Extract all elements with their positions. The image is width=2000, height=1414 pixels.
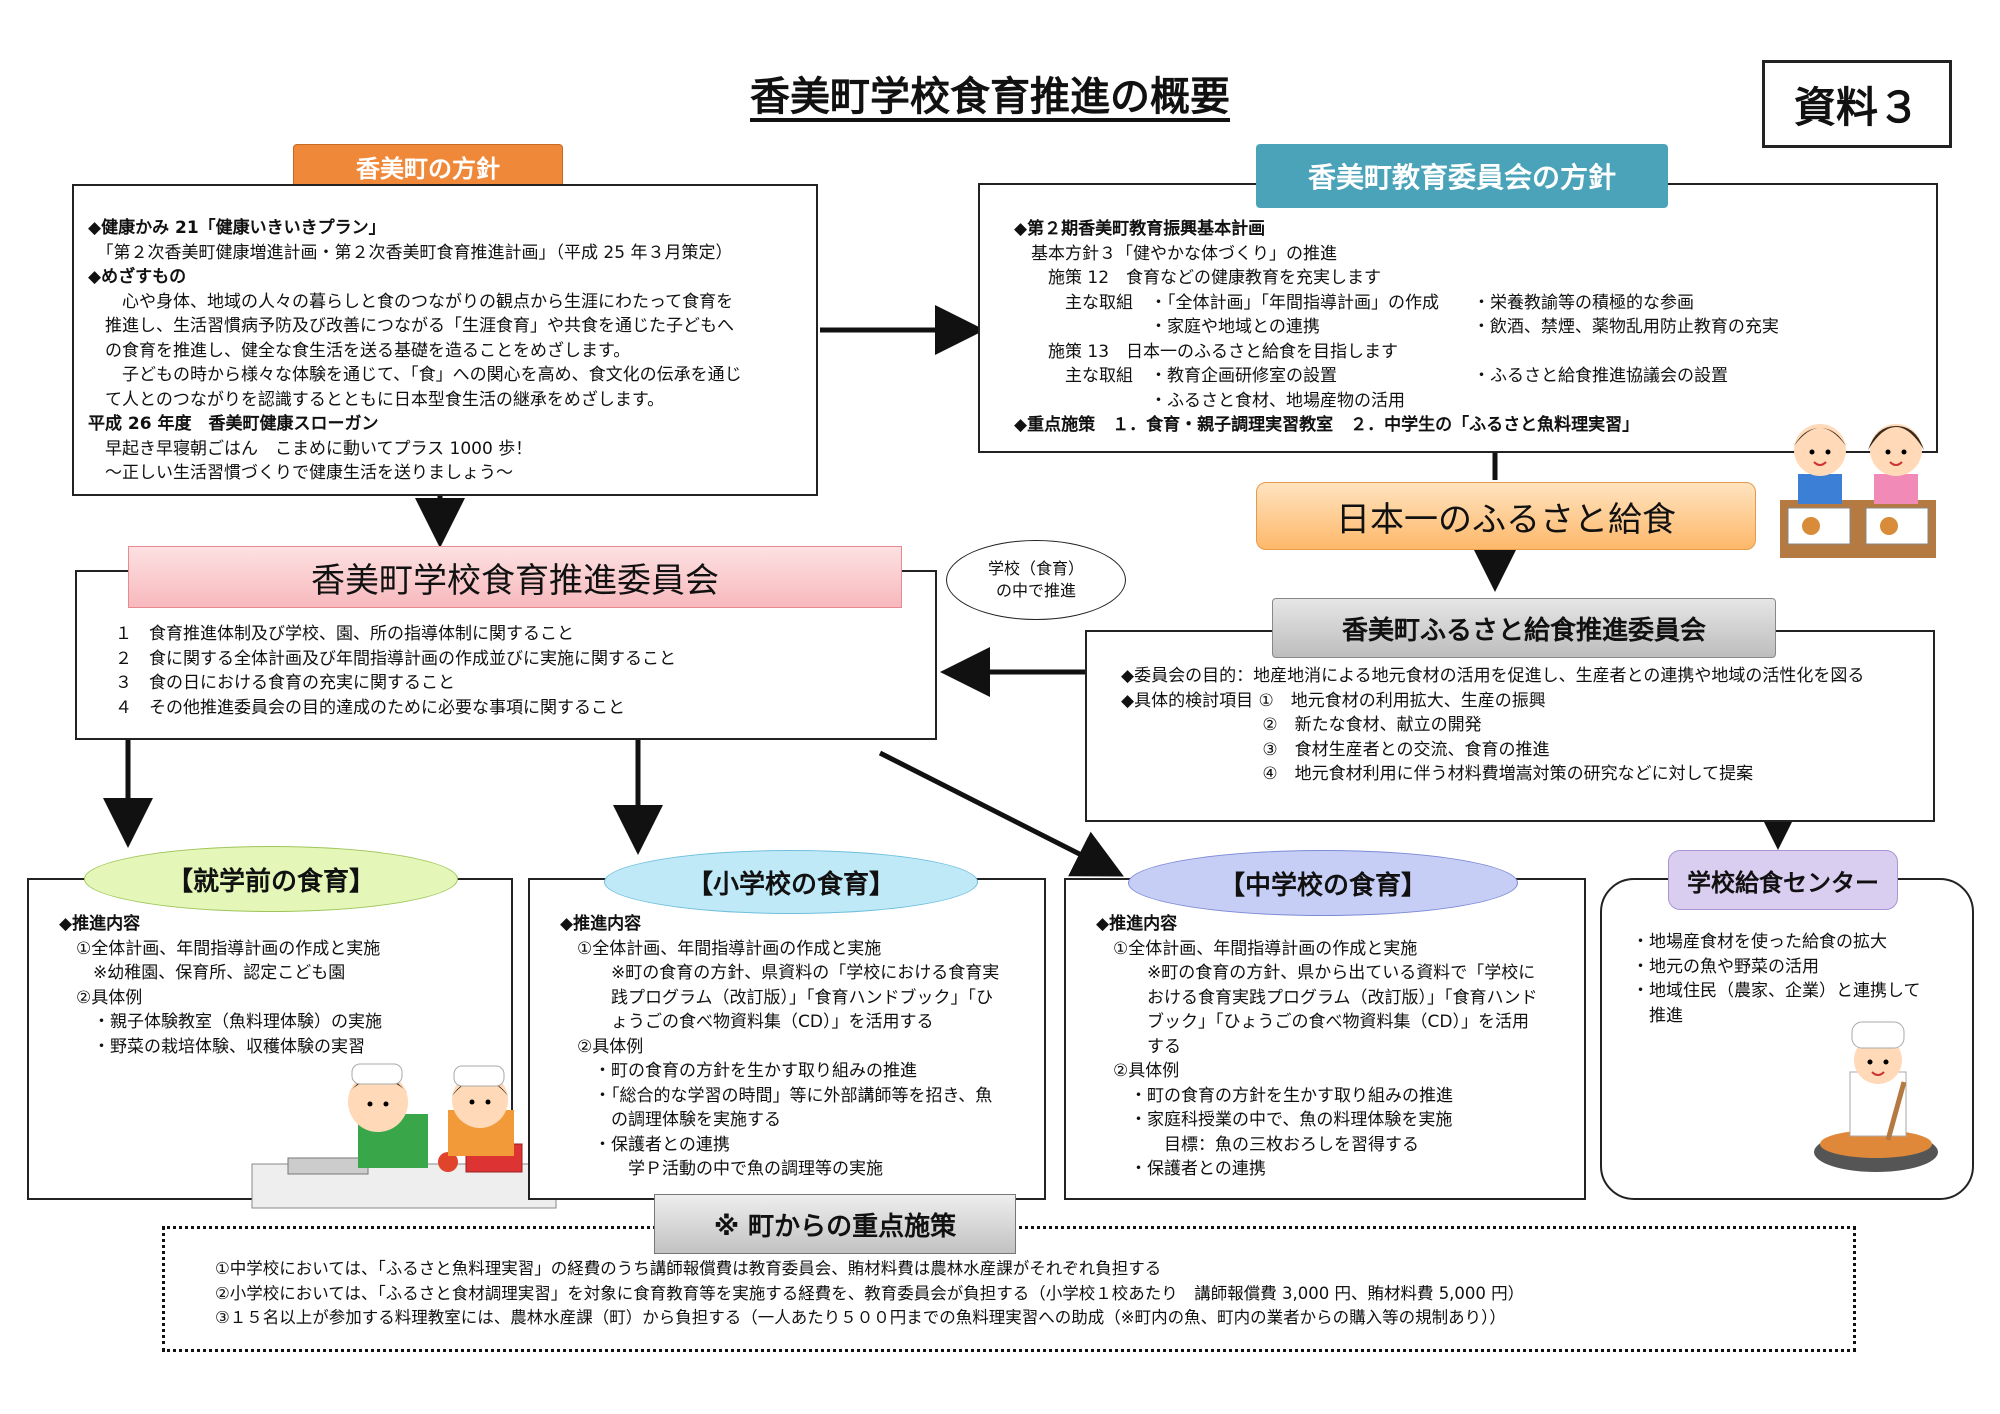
lunch-center-header: 学校給食センター (1668, 850, 1898, 910)
furusato-kyushoku-banner: 日本一のふるさと給食 (1256, 482, 1756, 550)
list-item: ・地場産食材を使った給食の拡大 (1632, 932, 1887, 952)
town-policy-text: ◆健康かみ 21「健康いきいきプラン」 「第２次香美町健康増進計画・第２次香美町… (88, 218, 742, 483)
town-policy-header: 香美町の方針 (293, 144, 563, 188)
committee-items: １ 食育推進体制及び学校、園、所の指導体制に関すること ２ 食に関する全体計画及… (115, 622, 935, 720)
kyushoku-committee-header: 香美町ふるさと給食推進委員会 (1272, 598, 1776, 658)
list-item: ③１５名以上が参加する料理教室には、農林水産課（町）から負担する（一人あたり５０… (215, 1308, 1506, 1327)
preschool-header: 【就学前の食育】 (84, 846, 458, 912)
list-item: １ 食育推進体制及び学校、園、所の指導体制に関すること (115, 624, 574, 644)
list-item: ３ 食の日における食育の充実に関すること (115, 673, 455, 693)
board-policy-header: 香美町教育委員会の方針 (1256, 144, 1668, 208)
town-policy-box: ◆健康かみ 21「健康いきいきプラン」 「第２次香美町健康増進計画・第２次香美町… (72, 184, 818, 496)
elementary-box: ◆推進内容 ①全体計画、年間指導計画の作成と実施 ※町の食育の方針、県資料の「学… (528, 878, 1046, 1200)
town-measures-text: ①中学校においては、「ふるさと魚料理実習」の経費のうち講師報償費は教育委員会、賄… (215, 1257, 1853, 1331)
children-cooking-icon (251, 1063, 557, 1209)
preschool-box: ◆推進内容 ①全体計画、年間指導計画の作成と実施 ※幼稚園、保育所、認定こども園… (27, 878, 513, 1200)
junior-high-box: ◆推進内容 ①全体計画、年間指導計画の作成と実施 ※町の食育の方針、県から出てい… (1064, 878, 1586, 1200)
school-promotion-oval: 学校（食育） の中で推進 (946, 540, 1126, 620)
list-item: 推進 (1632, 1005, 1683, 1026)
elementary-text: ◆推進内容 ①全体計画、年間指導計画の作成と実施 ※町の食育の方針、県資料の「学… (560, 914, 1000, 1179)
town-measures-header: ※ 町からの重点施策 (654, 1194, 1016, 1254)
list-item: ・地元の魚や野菜の活用 (1632, 956, 1819, 977)
lunch-cook-icon (1814, 1021, 1938, 1172)
list-item: ４ その他推進委員会の目的達成のために必要な事項に関すること (115, 697, 625, 718)
list-item: ①中学校においては、「ふるさと魚料理実習」の経費のうち講師報償費は教育委員会、賄… (215, 1259, 1162, 1278)
list-item: ２ 食に関する全体計画及び年間指導計画の作成並びに実施に関すること (115, 648, 676, 669)
board-policy-text: ◆第２期香美町教育振興基本計画 基本方針３「健やかな体づくり」の推進 施策 12… (1014, 219, 1779, 435)
preschool-text: ◆推進内容 ①全体計画、年間指導計画の作成と実施 ※幼稚園、保育所、認定こども園… (59, 914, 382, 1057)
junior-high-header: 【中学校の食育】 (1128, 850, 1518, 916)
document-label: 資料３ (1762, 60, 1952, 148)
board-policy-box: ◆第２期香美町教育振興基本計画 基本方針３「健やかな体づくり」の推進 施策 12… (978, 183, 1938, 453)
town-measures-box: ①中学校においては、「ふるさと魚料理実習」の経費のうち講師報償費は教育委員会、賄… (162, 1226, 1856, 1352)
kyushoku-committee-box: ◆委員会の目的：地産地消による地元食材の活用を促進し、生産者との連携や地域の活性… (1085, 630, 1935, 822)
junior-high-text: ◆推進内容 ①全体計画、年間指導計画の作成と実施 ※町の食育の方針、県から出てい… (1096, 914, 1538, 1179)
committee-header: 香美町学校食育推進委員会 (128, 546, 902, 608)
lunch-center-text: ・地場産食材を使った給食の拡大 ・地元の魚や野菜の活用 ・地域住民（農家、企業）… (1632, 930, 1972, 1028)
kyushoku-committee-text: ◆委員会の目的：地産地消による地元食材の活用を促進し、生産者との連携や地域の活性… (1121, 666, 1865, 784)
children-eating-icon (1780, 424, 1936, 558)
list-item: ②小学校においては、「ふるさと食材調理実習」を対象に食育教育等を実施する経費を、… (215, 1283, 1525, 1303)
list-item: ・地域住民（農家、企業）と連携して (1632, 981, 1921, 1001)
elementary-header: 【小学校の食育】 (604, 850, 978, 914)
page-title: 香美町学校食育推進の概要 (750, 74, 1230, 120)
